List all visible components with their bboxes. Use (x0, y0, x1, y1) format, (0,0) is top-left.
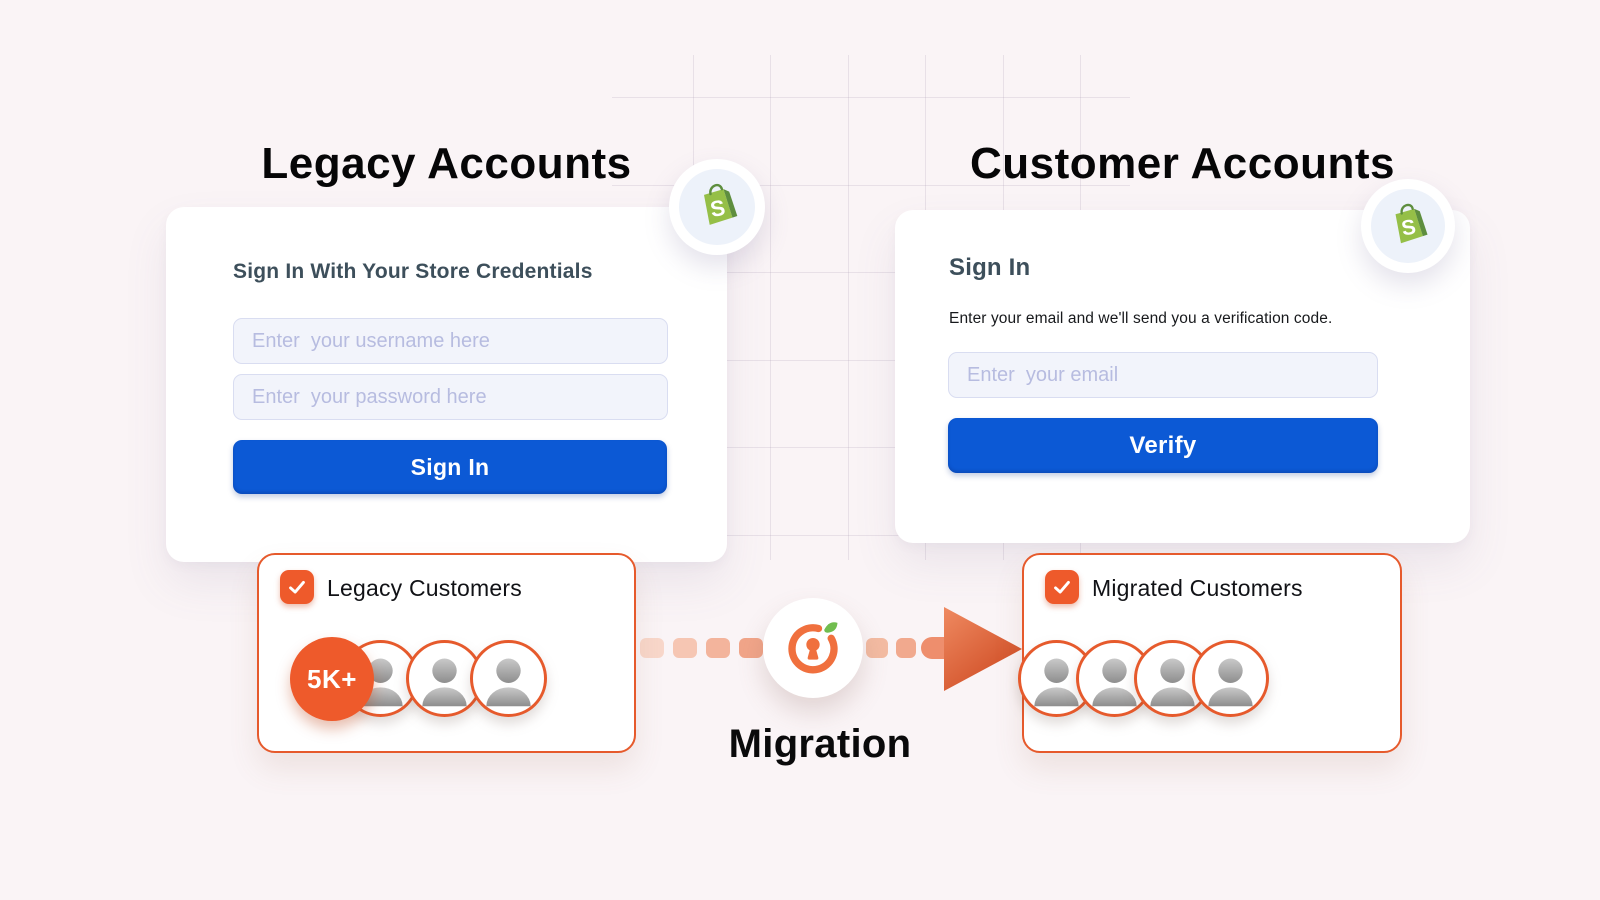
grid-line (612, 185, 1130, 186)
dash-segment (866, 638, 888, 658)
migrated-customers-card: Migrated Customers (1018, 553, 1402, 753)
shopify-bag-icon: S (679, 169, 755, 245)
user-avatar-icon (1192, 640, 1269, 717)
dash-segment (673, 638, 697, 658)
legacy-avatars (342, 640, 547, 717)
grid-line (612, 447, 1130, 448)
legacy-accounts-title: Legacy Accounts (261, 139, 632, 188)
legacy-customers-checkbox[interactable] (280, 570, 314, 604)
grid-line (612, 535, 1130, 536)
verification-description: Enter your email and we'll send you a ve… (949, 310, 1333, 327)
svg-text:S: S (708, 195, 727, 222)
shopify-badge: S (669, 159, 765, 255)
grid-line (770, 55, 771, 560)
svg-text:S: S (1400, 215, 1418, 240)
legacy-customers-card: Legacy Customers (257, 553, 636, 753)
legacy-signin-heading: Sign In With Your Store Credentials (233, 260, 593, 283)
migration-lock-badge (763, 598, 863, 698)
customer-accounts-title: Customer Accounts (970, 139, 1395, 188)
grid-line (612, 272, 1130, 273)
shopify-badge: S (1361, 179, 1455, 273)
password-input[interactable] (233, 374, 668, 420)
dash-segment (896, 638, 916, 658)
migrated-avatars (1018, 640, 1269, 717)
username-input[interactable] (233, 318, 668, 364)
migrated-customers-label: Migrated Customers (1092, 575, 1303, 601)
dash-segment (739, 638, 763, 658)
arrow-head-icon (944, 605, 1024, 698)
user-avatar-icon (470, 640, 547, 717)
checkmark-icon (1054, 580, 1070, 594)
customer-signin-card: Sign In Enter your email and we'll send … (895, 210, 1470, 543)
grid-line (612, 97, 1130, 98)
verify-button[interactable]: Verify (948, 418, 1378, 473)
legacy-signin-card: Sign In With Your Store Credentials Sign… (166, 207, 727, 562)
migration-label: Migration (728, 722, 912, 766)
email-input[interactable] (948, 352, 1378, 398)
lock-ring-leaf-icon (778, 611, 848, 686)
sign-in-button[interactable]: Sign In (233, 440, 667, 494)
migrated-customers-checkbox[interactable] (1045, 570, 1079, 604)
customer-signin-heading: Sign In (949, 254, 1031, 281)
checkmark-icon (289, 580, 305, 594)
dash-segment (706, 638, 730, 658)
grid-line (612, 360, 1130, 361)
shopify-bag-icon: S (1371, 189, 1445, 263)
customer-count-badge: 5K+ (290, 637, 374, 721)
dash-segment (640, 638, 664, 658)
legacy-customers-label: Legacy Customers (327, 575, 522, 601)
grid-line (848, 55, 849, 560)
